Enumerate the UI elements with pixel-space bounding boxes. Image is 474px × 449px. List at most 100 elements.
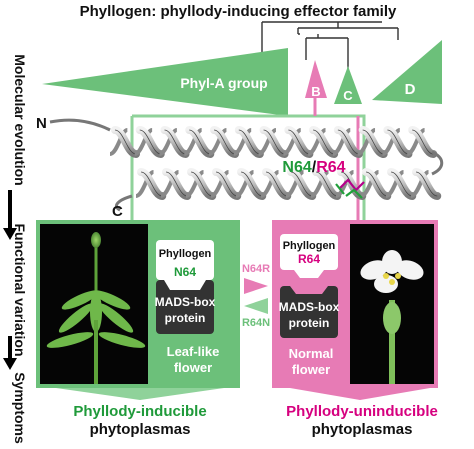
group-d-triangle [372,40,442,104]
helix-back-segment [307,128,327,156]
helix-edge-segment [165,171,188,197]
phyl-a-group-triangle [42,48,288,116]
c-terminus-label: C [112,203,123,220]
helix-back-segment [158,128,178,156]
left-phyllogen-label: Phyllogen [159,248,212,260]
helix-edge-segment [114,129,137,155]
left-caption-line1: Leaf-like [167,344,220,359]
right-residue: R64 [298,252,320,266]
right-mads-box [280,286,338,338]
bottom-left-line1: Phyllody-inducible [73,403,206,420]
group-d-label: D [405,81,416,98]
helix-back-segment [381,128,401,156]
side-axis: Molecular evolution Functional variation… [3,54,28,444]
right-phyllogen-tip [294,270,324,278]
left-mads-notch [164,280,206,290]
left-residue: N64 [174,265,196,279]
helix-edge-segment [213,129,236,155]
helix-back-segment [385,170,405,198]
helix-edge-segment [365,171,388,197]
helix-back-segment [135,170,155,198]
helix-back-segment [310,170,330,198]
bottom-left-line2: phytoplasmas [90,421,191,438]
helix-back-segment [233,128,253,156]
side-label-functional: Functional variation [12,223,28,356]
helix-back-segment [332,128,352,156]
helix-edge-segment [337,129,360,155]
helix-back-segment [134,128,153,156]
helix-edge-segment [315,171,338,197]
helix-edge-segment [313,129,335,155]
helix-back-segment [257,128,277,156]
helix-back-segment [185,170,205,198]
left-phyllogen-box [156,240,214,280]
helix-edge-segment [215,171,238,197]
bottom-right-line1: Phyllody-uninducible [286,403,438,420]
down-arrow-icon [3,228,17,240]
helix-edge-segment [415,171,438,197]
side-label-symptoms: Symptoms [12,372,28,444]
helix-back-segment [360,170,380,198]
left-pointer [56,388,224,400]
helix-back-segment [406,128,426,156]
helix-edge-segment [412,129,434,155]
right-pointer [290,388,430,400]
helix-edge-segment [290,171,313,197]
helix-ribbon-icon [49,118,444,212]
helix-edge-segment [288,129,310,155]
right-mads-line2: protein [289,316,330,330]
helix-edge-segment [387,129,409,155]
n-terminus-label: N [36,115,47,132]
helix-back-segment [285,170,305,198]
helix-back-segment [235,170,255,198]
helix-edge-segment [240,171,263,197]
helix-back-segment [160,170,180,198]
helix-edge-segment [362,129,384,155]
left-mads-box [156,280,214,334]
mutation-reverse-arrow [244,298,268,314]
left-caption-line2: flower [174,360,212,375]
residue-n64: N64 [282,159,311,176]
tree-icon [261,21,399,80]
side-label-molecular: Molecular evolution [12,54,28,185]
residue-label: N64/R64 [282,159,345,176]
bottom-right-line2: phytoplasmas [312,421,413,438]
residue-r64: R64 [316,159,345,176]
group-b-label: B [311,84,320,99]
helix-edge-segment [164,129,186,155]
helix-edge-segment [238,129,260,155]
leaf-like-flower-image [46,232,146,384]
helix-edge-segment [390,171,413,197]
helix-back-segment [260,170,280,198]
helix-back-segment [208,128,228,156]
group-c-triangle [334,66,362,104]
up-down-arrow-icon [8,190,12,230]
figure-title: Phyllogen: phyllody-inducing effector fa… [80,3,397,20]
left-mads-line1: MADS-box [155,295,216,309]
helix-back-segment [109,128,129,156]
right-mads-line1: MADS-box [279,300,340,314]
left-mads-line2: protein [165,311,206,325]
helix-back-segment [183,128,203,156]
normal-flower-image [360,250,424,384]
mutation-forward: N64R [242,263,270,275]
group-c-label: C [343,88,353,103]
right-caption-line1: Normal [289,346,334,361]
helix-edge-segment [140,171,163,197]
helix-back-segment [410,170,430,198]
helix-back-segment [356,128,376,156]
helix-edge-segment [265,171,288,197]
helix-back-segment [210,170,230,198]
right-phyllogen-box [280,234,338,270]
residue-stick-model [335,178,365,199]
helix-edge-segment [139,129,161,155]
helix-back-segment [282,128,302,156]
right-mads-notch [290,286,328,294]
phyl-a-group-label: Phyl-A group [180,75,267,91]
connector-lines [130,98,366,220]
down-arrow-icon [3,358,17,370]
group-b-triangle [305,60,327,98]
helix-edge-segment [189,129,211,155]
helix-edge-segment [263,129,285,155]
mutation-reverse: R64N [242,317,270,329]
